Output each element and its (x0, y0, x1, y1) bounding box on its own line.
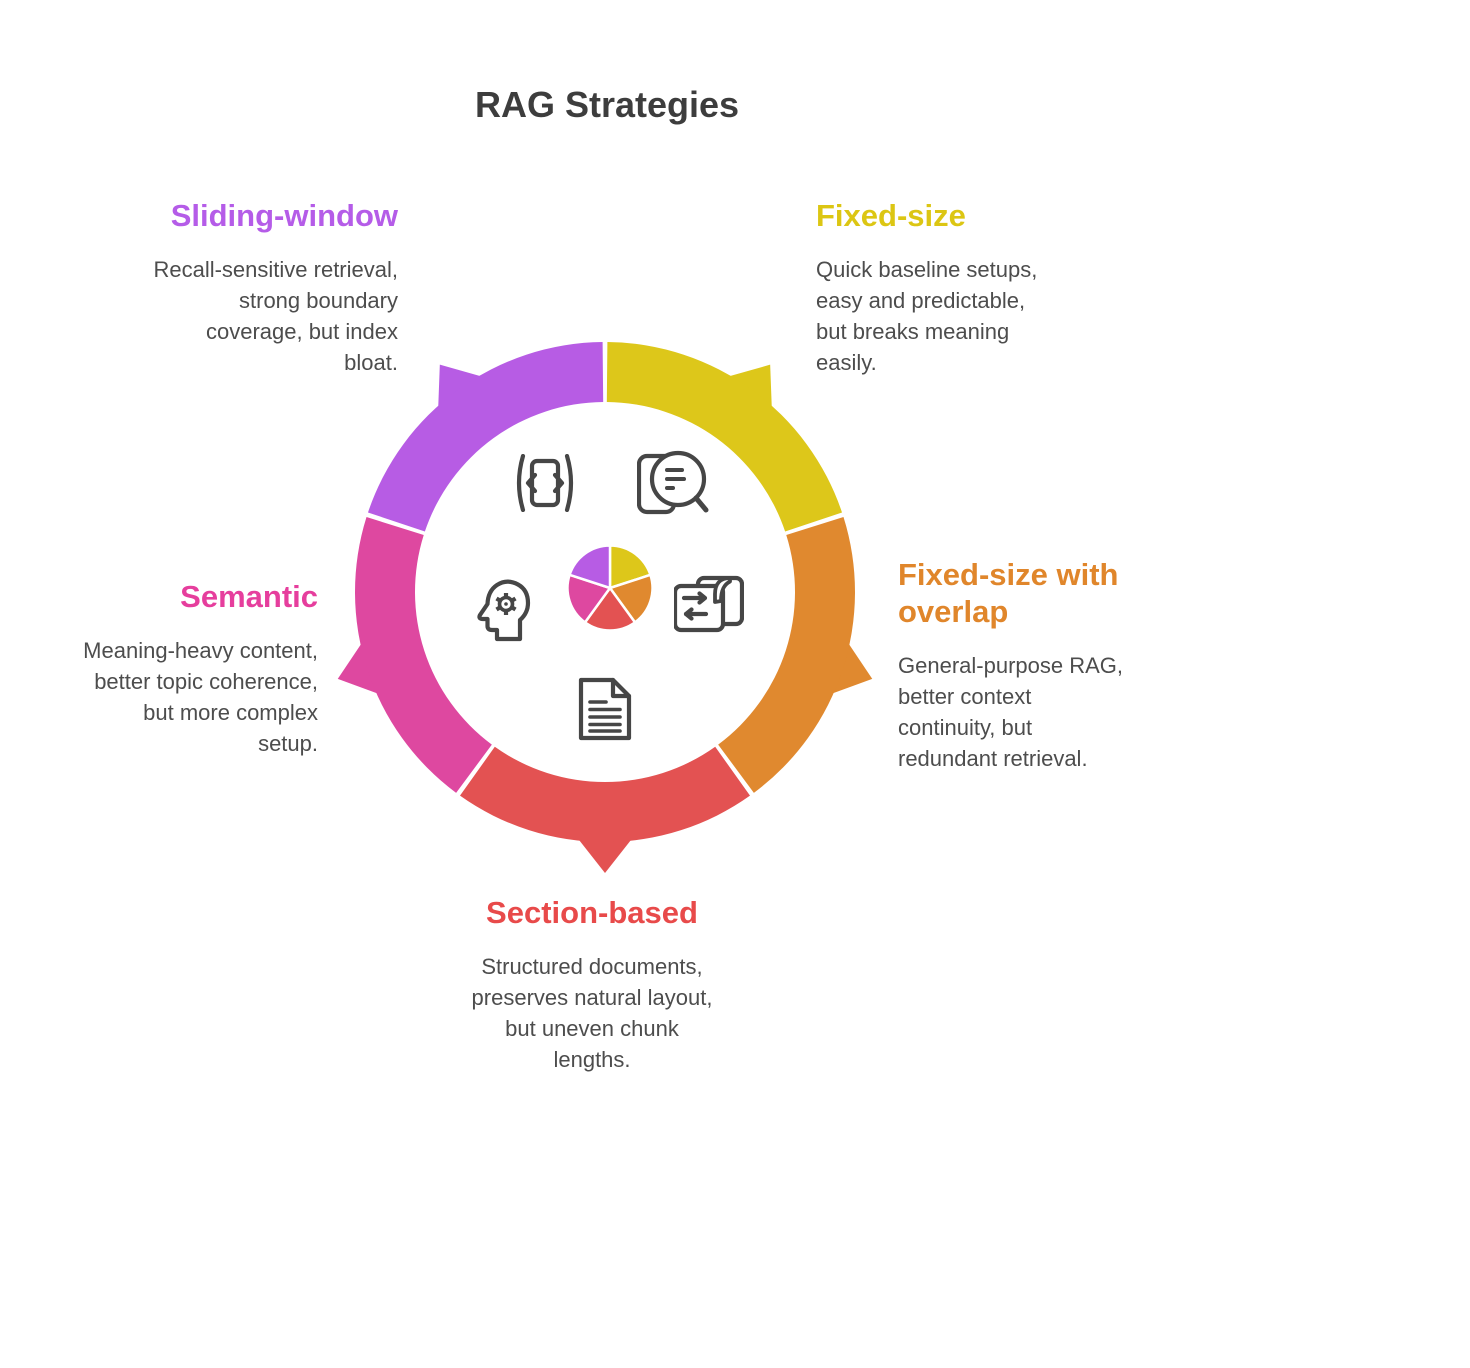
callout-description-fixed-size-with-overlap: General-purpose RAG, better context cont… (898, 653, 1123, 771)
ring-segment-fixed_size_overlap (718, 517, 855, 793)
center-pie-slice-fixed_size_overlap (608, 573, 654, 624)
callout-heading-fixed-size-with-overlap: Fixed-size with overlap (898, 557, 1119, 629)
callout-heading-section-based: Section-based (486, 895, 698, 930)
callout-description-section-based: Structured documents, preserves natural … (471, 954, 713, 1072)
callout-sliding-window: Sliding-window Recall-sensitive retrieva… (86, 197, 398, 378)
ring-segment-semantic (355, 517, 492, 793)
callout-heading-semantic: Semantic (180, 579, 318, 614)
callout-description-semantic: Meaning-heavy content, better topic cohe… (83, 638, 318, 756)
ring-segment-section_based (460, 746, 750, 843)
segment-arrow-section_based (574, 834, 636, 873)
callout-description-sliding-window: Recall-sensitive retrieval, strong bound… (153, 257, 398, 375)
sliding-window-icon (516, 454, 574, 512)
callout-heading-fixed-size: Fixed-size (816, 198, 966, 233)
callout-fixed-size: Fixed-size Quick baseline setups, easy a… (816, 197, 1146, 378)
callout-heading-sliding-window: Sliding-window (170, 198, 398, 233)
callout-description-fixed-size: Quick baseline setups, easy and predicta… (816, 257, 1038, 375)
document-icon (578, 677, 632, 741)
pages-overlap-icon (674, 575, 744, 633)
callout-section-based: Section-based Structured documents, pres… (372, 894, 812, 1075)
document-search-icon (637, 450, 709, 515)
page-title: RAG Strategies (474, 84, 740, 125)
head-gear-icon (477, 579, 531, 642)
callout-semantic: Semantic Meaning-heavy content, better t… (8, 578, 318, 759)
center-pie-slice-semantic (566, 573, 612, 624)
center-pie-slice-section_based (583, 586, 637, 632)
callout-fixed-size-with-overlap: Fixed-size with overlap General-purpose … (898, 556, 1198, 774)
ring-segment-fixed_size (606, 342, 843, 532)
ring-segment-sliding_window (367, 342, 604, 532)
center-pie-slice-sliding_window (568, 544, 612, 590)
